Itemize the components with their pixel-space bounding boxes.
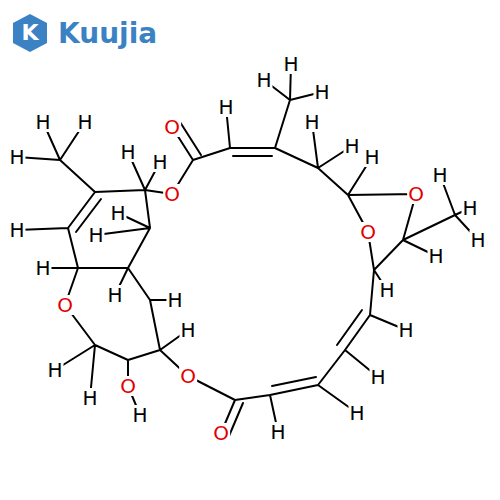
atom-label: H [34,112,51,132]
atom-label: O [163,117,181,137]
atom-label: O [119,376,137,396]
atom-label: H [81,388,98,408]
atom-label: H [131,405,148,425]
atom-label: O [163,184,181,204]
atom-label: H [303,112,320,132]
atom-label: H [255,70,272,90]
atom-label: H [369,367,386,387]
atom-label: O [407,184,425,204]
bond-lines [17,64,478,436]
atom-label: H [313,82,330,102]
atom-label: H [46,360,63,380]
logo-letter: K [21,22,38,44]
atom-label: H [363,147,380,167]
atom-label: O [56,295,74,315]
atom-label: H [87,225,104,245]
atom-label: H [461,198,478,218]
atom-label: H [427,246,444,266]
atom-label: H [109,203,126,223]
atom-label: O [212,423,230,443]
atom-label: H [431,165,448,185]
atom-label: H [34,258,51,278]
atom-label: H [217,97,234,117]
atom-label: H [269,422,286,442]
atom-label: H [378,280,395,300]
atom-label: H [119,142,136,162]
atom-label: H [348,403,365,423]
atom-label: H [8,220,25,240]
atom-label: H [282,54,299,74]
atom-label: H [343,136,360,156]
logo-badge [13,14,47,52]
atom-label: H [397,320,414,340]
atom-label: H [151,152,168,172]
atom-label: O [179,366,197,386]
atom-label: H [76,112,93,132]
watermark-logo: Kuujia [58,20,157,48]
atom-label: H [469,230,486,250]
atom-label: H [179,320,196,340]
atom-label: H [8,147,25,167]
atom-label: H [106,285,123,305]
atom-label: O [359,222,377,242]
atom-label: H [166,290,183,310]
